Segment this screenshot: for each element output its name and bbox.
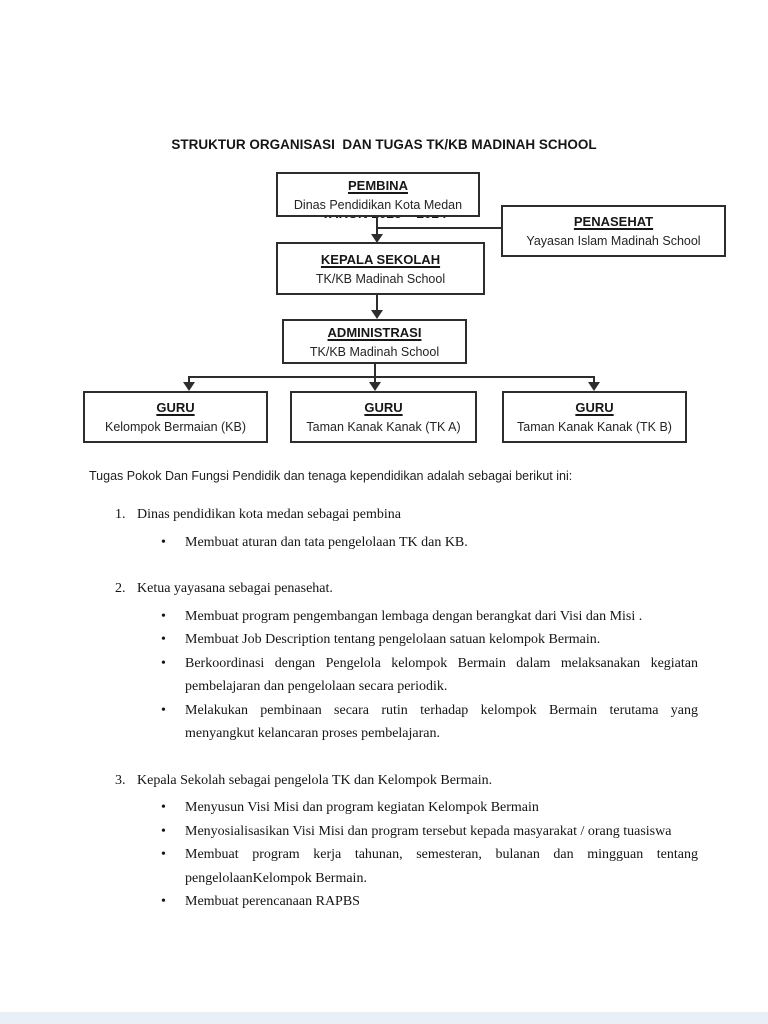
section-number: 1.	[115, 507, 126, 522]
document-title-line1: STRUKTUR ORGANISASI DAN TUGAS TK/KB MADI…	[171, 137, 597, 152]
org-box-title: GURU	[364, 400, 403, 415]
connector-to-penasehat	[377, 227, 501, 229]
connector-pembina-kepala	[376, 217, 378, 235]
org-box-subtitle: Dinas Pendidikan Kota Medan	[293, 197, 463, 212]
tasks-intro-paragraph: Tugas Pokok Dan Fungsi Pendidik dan tena…	[89, 469, 573, 483]
org-box-title: ADMINISTRASI	[327, 324, 422, 340]
task-section-2: 2. Ketua yayasana sebagai penasehat. Mem…	[115, 577, 698, 746]
org-box-pembina: PEMBINA Dinas Pendidikan Kota Medan	[276, 172, 480, 217]
connector-kepala-administrasi	[376, 295, 378, 311]
org-box-title: PENASEHAT	[573, 214, 654, 229]
bullet-item: Membuat program kerja tahunan, semestera…	[115, 843, 698, 890]
bullet-item: Melakukan pembinaan secara rutin terhada…	[115, 699, 698, 746]
section-title: Dinas pendidikan kota medan sebagai pemb…	[137, 507, 401, 522]
section-number: 3.	[115, 772, 126, 788]
bullet-item: Berkoordinasi dengan Pengelola kelompok …	[115, 652, 698, 699]
org-box-subtitle: Yayasan Islam Madinah School	[526, 234, 701, 248]
org-box-administrasi: ADMINISTRASI TK/KB Madinah School	[282, 319, 467, 364]
bullet-item: Membuat Job Description tentang pengelol…	[115, 628, 698, 652]
connector-guru-branch	[188, 376, 595, 378]
org-box-subtitle: Taman Kanak Kanak (TK B)	[517, 420, 672, 434]
section-heading: 1. Dinas pendidikan kota medan sebagai p…	[115, 503, 698, 527]
section-heading: 2. Ketua yayasana sebagai penasehat.	[115, 577, 698, 601]
section-bullet-list: Membuat aturan dan tata pengelolaan TK d…	[115, 531, 698, 555]
bullet-item: Membuat perencanaan RAPBS	[115, 890, 698, 914]
section-bullet-list: Menyusun Visi Misi dan program kegiatan …	[115, 796, 698, 914]
section-title: Ketua yayasana sebagai penasehat.	[137, 581, 333, 596]
org-box-penasehat: PENASEHAT Yayasan Islam Madinah School	[501, 205, 726, 257]
org-box-subtitle: Kelompok Bermaian (KB)	[104, 420, 247, 434]
org-box-guru-kb: GURU Kelompok Bermaian (KB)	[83, 391, 268, 443]
org-box-guru-tka: GURU Taman Kanak Kanak (TK A)	[290, 391, 477, 443]
connector-administrasi-drop	[374, 364, 376, 377]
arrow-down-icon	[588, 382, 600, 391]
org-box-guru-tkb: GURU Taman Kanak Kanak (TK B)	[502, 391, 687, 443]
org-box-kepala-sekolah: KEPALA SEKOLAH TK/KB Madinah School	[276, 242, 485, 295]
org-box-subtitle: Taman Kanak Kanak (TK A)	[306, 420, 461, 434]
connector-stem-guru-kb	[188, 377, 190, 382]
bullet-item: Menyusun Visi Misi dan program kegiatan …	[115, 796, 698, 820]
org-box-title: GURU	[575, 400, 614, 415]
section-number: 2.	[115, 581, 126, 596]
arrow-down-icon	[371, 234, 383, 243]
bullet-item: Membuat aturan dan tata pengelolaan TK d…	[115, 531, 698, 555]
org-box-title: KEPALA SEKOLAH	[320, 251, 441, 267]
body-text-block: Tugas Pokok Dan Fungsi Pendidik dan tena…	[0, 468, 768, 914]
connector-stem-guru-tka	[374, 377, 376, 382]
task-section-3: 3. Kepala Sekolah sebagai pengelola TK d…	[115, 769, 698, 914]
org-box-subtitle: TK/KB Madinah School	[315, 271, 446, 286]
bullet-item: Membuat program pengembangan lembaga den…	[115, 605, 698, 629]
connector-stem-guru-tkb	[593, 377, 595, 382]
org-box-title: GURU	[156, 400, 195, 415]
section-title: Kepala Sekolah sebagai pengelola TK dan …	[137, 772, 493, 788]
org-box-subtitle: TK/KB Madinah School	[309, 344, 440, 359]
next-page-gap	[0, 1012, 768, 1024]
task-sections: 1. Dinas pendidikan kota medan sebagai p…	[0, 503, 768, 914]
section-bullet-list: Membuat program pengembangan lembaga den…	[115, 605, 698, 746]
section-heading: 3. Kepala Sekolah sebagai pengelola TK d…	[115, 769, 698, 793]
arrow-down-icon	[371, 310, 383, 319]
bullet-item: Menyosialisasikan Visi Misi dan program …	[115, 820, 698, 844]
arrow-down-icon	[183, 382, 195, 391]
org-box-title: PEMBINA	[348, 177, 408, 193]
task-section-1: 1. Dinas pendidikan kota medan sebagai p…	[115, 503, 698, 554]
arrow-down-icon	[369, 382, 381, 391]
